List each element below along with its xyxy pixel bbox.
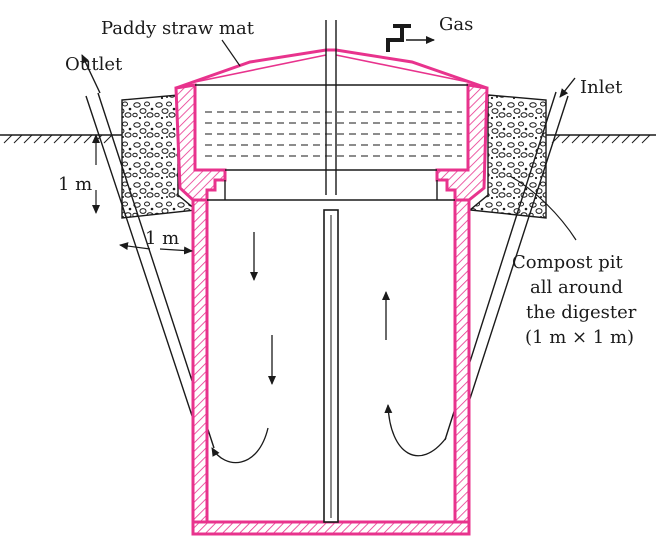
digester-rim-right (435, 83, 489, 202)
label-compost-1: Compost pit (512, 252, 624, 273)
roof-straw-mat (175, 48, 488, 90)
flow-arrows (211, 232, 447, 464)
gas-valve-icon (386, 24, 435, 52)
digester-floor (191, 520, 471, 536)
digester-rim-left (174, 83, 227, 202)
label-inlet: Inlet (580, 77, 623, 98)
label-compost-2: all around (530, 277, 623, 298)
width-dimension (119, 242, 193, 255)
label-width: 1 m (145, 228, 179, 249)
digester-wall-right (453, 193, 471, 524)
ground-surface-left (0, 134, 122, 144)
ground-surface-right (546, 134, 656, 144)
label-compost-4: (1 m × 1 m) (525, 327, 634, 348)
label-gas: Gas (439, 14, 473, 35)
central-guide-pipe (323, 20, 339, 523)
label-paddy-straw-mat: Paddy straw mat (101, 18, 255, 39)
label-depth: 1 m (58, 174, 92, 195)
straw-mat-leader (221, 39, 241, 67)
label-outlet: Outlet (65, 54, 123, 75)
gas-holder-drum (195, 84, 468, 201)
compost-leader (509, 175, 577, 241)
digester-wall-left (191, 193, 209, 524)
label-compost-3: the digester (526, 302, 637, 323)
